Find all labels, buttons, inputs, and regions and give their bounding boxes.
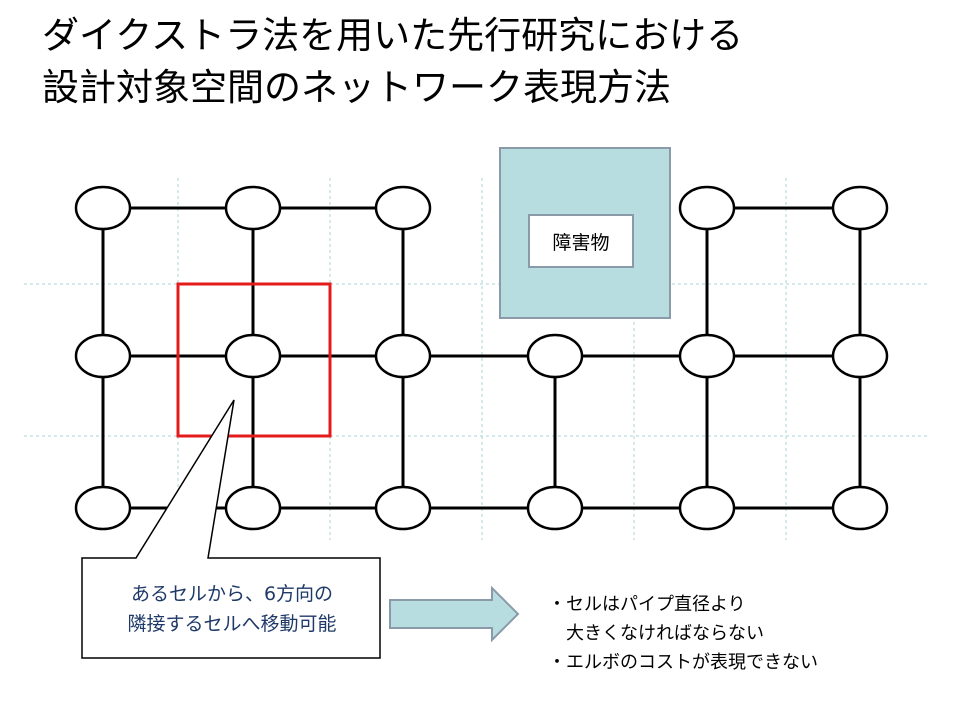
- node: [74, 485, 132, 531]
- slide-title: ダイクストラ法を用いた先行研究における 設計対象空間のネットワーク表現方法: [42, 10, 922, 114]
- callout-text: あるセルから、6方向の 隣接するセルへ移動可能: [84, 560, 380, 658]
- node: [678, 333, 736, 379]
- note-line-1: ・セルはパイプ直径より: [548, 594, 746, 615]
- callout-line-1: あるセルから、6方向の: [130, 583, 334, 605]
- title-line-2: 設計対象空間のネットワーク表現方法: [42, 66, 671, 109]
- node: [374, 485, 432, 531]
- title-line-1: ダイクストラ法を用いた先行研究における: [42, 14, 744, 57]
- node: [374, 185, 432, 231]
- dashed-grid: [24, 178, 930, 540]
- note-line-3: ・エルボのコストが表現できない: [548, 652, 818, 673]
- callout-box: [81, 399, 381, 659]
- node: [831, 185, 889, 231]
- node: [678, 185, 736, 231]
- note-line-2: 大きくなければならない: [548, 623, 764, 644]
- notes-list: ・セルはパイプ直径より 大きくなければならない ・エルボのコストが表現できない: [548, 590, 818, 677]
- node: [526, 333, 584, 379]
- node: [831, 333, 889, 379]
- network-nodes: [74, 185, 889, 531]
- node: [678, 485, 736, 531]
- node: [74, 185, 132, 231]
- callout-line-2: 隣接するセルへ移動可能: [127, 613, 337, 635]
- node: [224, 333, 282, 379]
- obstacle-label: 障害物: [528, 214, 634, 268]
- node: [74, 333, 132, 379]
- right-arrow-icon: [389, 585, 520, 643]
- node: [224, 485, 282, 531]
- node: [224, 185, 282, 231]
- node: [526, 485, 584, 531]
- node: [374, 333, 432, 379]
- node: [831, 485, 889, 531]
- selected-cell-highlight: [176, 282, 332, 438]
